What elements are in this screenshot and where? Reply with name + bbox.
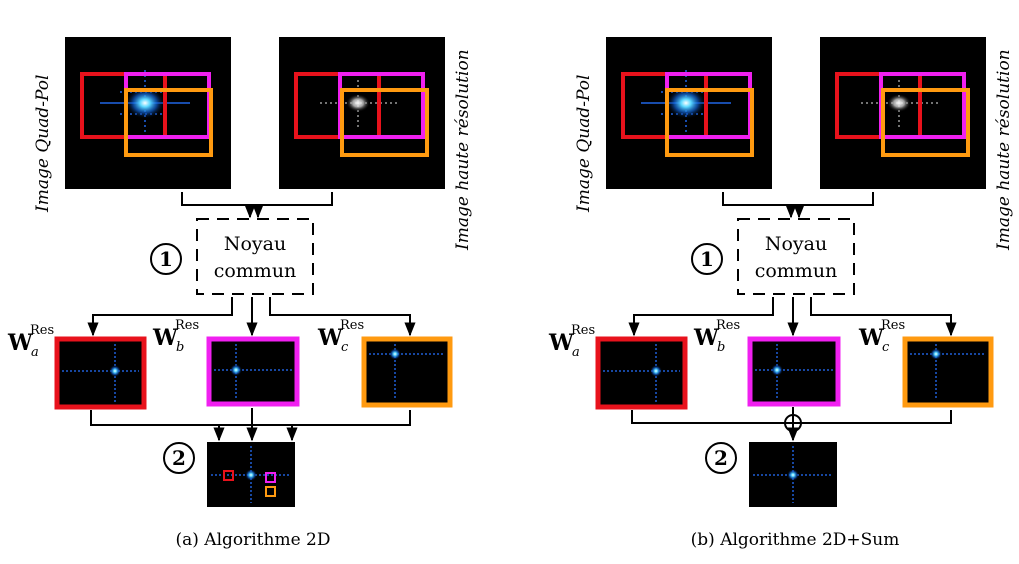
- kernel-line2: commun: [214, 260, 297, 282]
- quadpol-image: [65, 37, 231, 189]
- panel-a: Image Quad-Pol Image haute résolution No…: [7, 37, 473, 550]
- w-c-label: W c Res: [858, 318, 905, 355]
- output-a: [595, 336, 688, 410]
- kernel-line1: Noyau: [765, 233, 827, 255]
- sum-junction: [784, 414, 802, 432]
- svg-text:b: b: [717, 340, 725, 355]
- highres-image: [820, 37, 986, 189]
- svg-text:W: W: [693, 325, 719, 351]
- caption-a: (a) Algorithme 2D: [175, 530, 330, 550]
- kernel-box: [196, 218, 314, 295]
- svg-text:W: W: [7, 330, 33, 356]
- svg-text:W: W: [317, 325, 343, 351]
- panel-b: Image Quad-Pol Image haute résolution No…: [548, 37, 1014, 550]
- final-sum: [749, 442, 837, 507]
- step1-badge: [691, 243, 723, 275]
- label-highres: Image haute résolution: [453, 49, 473, 251]
- caption-b: (b) Algorithme 2D+Sum: [691, 530, 900, 550]
- label-quadpol: Image Quad-Pol: [574, 75, 594, 213]
- svg-text:c: c: [341, 340, 349, 355]
- output-c: [361, 336, 453, 408]
- svg-text:W: W: [858, 325, 884, 351]
- step1-number: 1: [159, 247, 173, 271]
- svg-text:Res: Res: [716, 318, 740, 333]
- window-orange: [124, 88, 213, 157]
- output-a: [54, 336, 147, 410]
- quadpol-image: [606, 37, 772, 189]
- svg-text:a: a: [572, 345, 580, 360]
- final-composite: [207, 442, 295, 507]
- svg-text:a: a: [31, 345, 39, 360]
- step2-badge: [705, 442, 737, 474]
- w-a-label: W a Res: [7, 323, 54, 360]
- svg-text:W: W: [152, 325, 178, 351]
- w-a-label: W a Res: [548, 323, 595, 360]
- w-b-label: W b Res: [693, 318, 740, 355]
- svg-text:Res: Res: [881, 318, 905, 333]
- svg-text:Res: Res: [340, 318, 364, 333]
- output-c: [902, 336, 994, 408]
- svg-text:Res: Res: [175, 318, 199, 333]
- highres-image: [279, 37, 445, 189]
- label-highres: Image haute résolution: [994, 49, 1014, 251]
- window-red: [80, 72, 167, 139]
- kernel-line1: Noyau: [224, 233, 286, 255]
- svg-text:W: W: [548, 330, 574, 356]
- kernel-box: [737, 218, 855, 295]
- step2-number: 2: [714, 446, 728, 470]
- svg-text:Res: Res: [571, 323, 595, 338]
- output-b: [206, 336, 300, 407]
- w-c-label: W c Res: [317, 318, 364, 355]
- step2-number: 2: [172, 446, 186, 470]
- w-b-label: W b Res: [152, 318, 199, 355]
- svg-text:c: c: [882, 340, 890, 355]
- svg-text:b: b: [176, 340, 184, 355]
- output-b: [747, 336, 841, 407]
- kernel-line2: commun: [755, 260, 838, 282]
- step2-badge: [163, 442, 195, 474]
- label-quadpol: Image Quad-Pol: [33, 75, 53, 213]
- step1-number: 1: [700, 247, 714, 271]
- svg-text:Res: Res: [30, 323, 54, 338]
- step1-badge: [150, 243, 182, 275]
